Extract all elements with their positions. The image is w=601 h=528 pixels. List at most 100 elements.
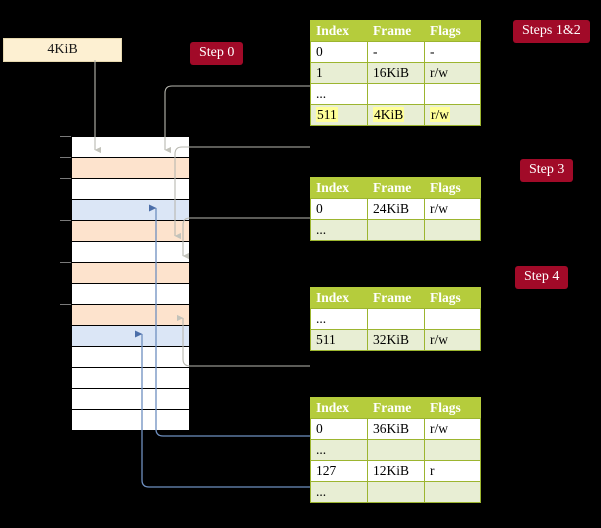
table-cell-flags [424, 83, 481, 105]
column-header-index: Index [310, 177, 368, 199]
column-header-flags: Flags [424, 177, 481, 199]
column-header-frame: Frame [367, 287, 425, 309]
table-cell-index: 127 [310, 460, 368, 482]
memory-tick [60, 262, 71, 263]
table-cell-index: 511 [310, 329, 368, 351]
table-cell-flags: r/w [424, 104, 481, 126]
table-cell-frame: 4KiB [367, 104, 425, 126]
memory-tick [60, 136, 71, 137]
table-row: ... [310, 481, 481, 503]
table-cell-index: 511 [310, 104, 368, 126]
table-cell-flags: r/w [424, 329, 481, 351]
table-cell-index: ... [310, 83, 368, 105]
table-cell-index: 0 [310, 41, 368, 63]
source-frame-label: 4KiB [47, 42, 78, 57]
badge-step-4: Step 4 [515, 266, 569, 289]
memory-row [72, 284, 189, 305]
table-cell-flags [424, 481, 481, 503]
column-header-index: Index [310, 20, 368, 42]
physical-memory-column [71, 136, 190, 431]
source-frame-box: 4KiB [3, 38, 122, 62]
memory-tick [60, 304, 71, 305]
memory-tick [60, 157, 71, 158]
column-header-frame: Frame [367, 397, 425, 419]
memory-row [72, 263, 189, 284]
table-cell-frame: 16KiB [367, 62, 425, 84]
table-cell-flags [424, 308, 481, 330]
column-header-frame: Frame [367, 177, 425, 199]
table-cell-index: ... [310, 439, 368, 461]
highlighted-value: 4KiB [373, 107, 405, 123]
table-cell-frame: - [367, 41, 425, 63]
table-cell-frame: 24KiB [367, 198, 425, 220]
table-cell-frame: 32KiB [367, 329, 425, 351]
table-cell-flags: r/w [424, 62, 481, 84]
table-cell-flags [424, 439, 481, 461]
table-cell-flags: - [424, 41, 481, 63]
column-header-index: Index [310, 287, 368, 309]
column-header-flags: Flags [424, 397, 481, 419]
highlighted-value: 511 [316, 107, 338, 123]
table-cell-index: ... [310, 481, 368, 503]
table-row: 511 4KiB r/w [310, 104, 481, 126]
table-cell-flags: r [424, 460, 481, 482]
memory-row [72, 410, 189, 431]
table-cell-index: 0 [310, 198, 368, 220]
highlighted-value: r/w [430, 107, 450, 123]
table-cell-index: ... [310, 308, 368, 330]
table-cell-frame [367, 439, 425, 461]
memory-row [72, 389, 189, 410]
memory-row [72, 326, 189, 347]
memory-row [72, 242, 189, 263]
memory-row [72, 137, 189, 158]
table-cell-frame [367, 219, 425, 241]
memory-row [72, 368, 189, 389]
memory-row [72, 179, 189, 200]
table-row: ... [310, 308, 481, 330]
table-row: ... [310, 219, 481, 241]
wire-steps12-b [174, 146, 310, 240]
memory-row [72, 200, 189, 221]
memory-tick [60, 220, 71, 221]
table-cell-frame [367, 481, 425, 503]
table-cell-frame: 36KiB [367, 418, 425, 440]
table-row: ... [310, 83, 481, 105]
table-cell-index: ... [310, 219, 368, 241]
memory-row [72, 221, 189, 242]
wire-step3 [182, 217, 310, 260]
column-header-index: Index [310, 397, 368, 419]
memory-row [72, 158, 189, 179]
badge-step-0: Step 0 [190, 42, 244, 65]
wire-step4 [176, 314, 310, 367]
table-cell-index: 1 [310, 62, 368, 84]
table-cell-flags: r/w [424, 198, 481, 220]
table-row: ... [310, 439, 481, 461]
table-row: 0-- [310, 41, 481, 63]
column-header-flags: Flags [424, 20, 481, 42]
column-header-flags: Flags [424, 287, 481, 309]
memory-row [72, 305, 189, 326]
column-header-frame: Frame [367, 20, 425, 42]
memory-tick [60, 178, 71, 179]
badge-step-3: Step 3 [520, 159, 574, 182]
table-cell-frame: 12KiB [367, 460, 425, 482]
table-cell-flags: r/w [424, 418, 481, 440]
badge-steps-1-2: Steps 1&2 [513, 20, 590, 43]
table-cell-index: 0 [310, 418, 368, 440]
table-cell-frame [367, 308, 425, 330]
table-cell-flags [424, 219, 481, 241]
table-cell-frame [367, 83, 425, 105]
